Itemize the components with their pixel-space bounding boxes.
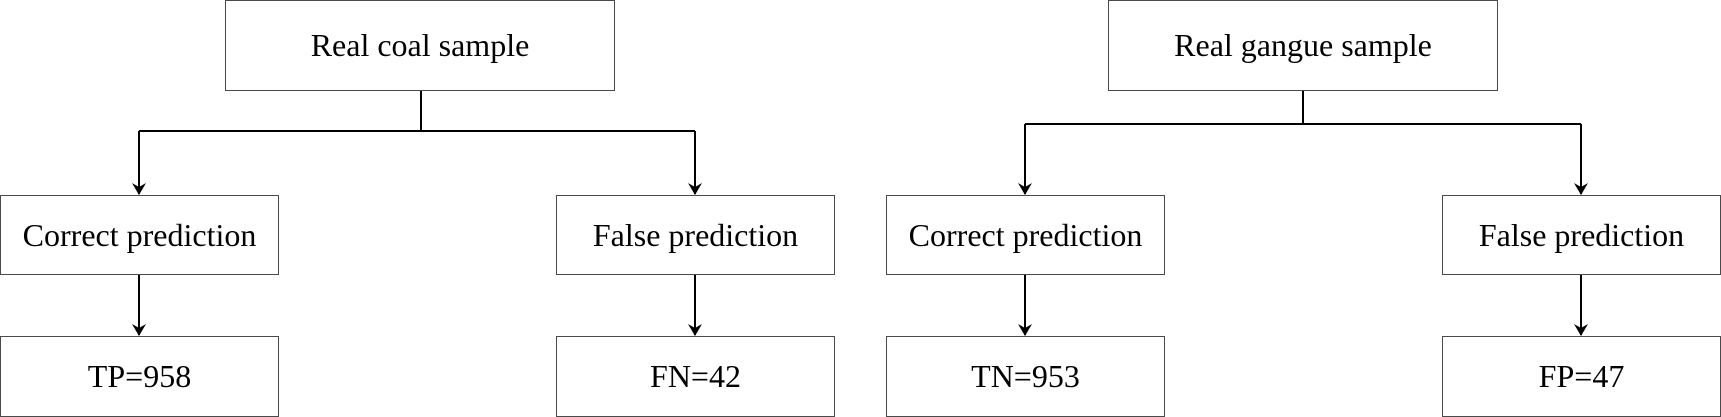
coal-root-label: Real coal sample xyxy=(310,27,530,63)
coal-false-prediction-label: False prediction xyxy=(592,216,799,253)
coal-fn-box: FN=42 xyxy=(556,336,835,417)
coal-false-prediction-box: False prediction xyxy=(556,195,835,275)
gangue-correct-prediction-box: Correct prediction xyxy=(886,195,1165,275)
coal-correct-prediction-label: Correct prediction xyxy=(22,216,257,253)
coal-fn-label: FN=42 xyxy=(650,358,741,394)
gangue-tn-label: TN=953 xyxy=(971,358,1080,394)
gangue-root-label: Real gangue sample xyxy=(1174,27,1432,63)
gangue-fp-label: FP=47 xyxy=(1538,358,1625,394)
coal-root-box: Real coal sample xyxy=(225,0,615,91)
gangue-correct-prediction-label: Correct prediction xyxy=(908,216,1143,253)
gangue-false-prediction-label: False prediction xyxy=(1478,216,1685,253)
coal-correct-prediction-box: Correct prediction xyxy=(0,195,279,275)
gangue-fp-box: FP=47 xyxy=(1442,336,1721,417)
gangue-tn-box: TN=953 xyxy=(886,336,1165,417)
coal-tp-label: TP=958 xyxy=(87,358,192,394)
gangue-root-box: Real gangue sample xyxy=(1108,0,1498,91)
coal-tp-box: TP=958 xyxy=(0,336,279,417)
gangue-false-prediction-box: False prediction xyxy=(1442,195,1721,275)
